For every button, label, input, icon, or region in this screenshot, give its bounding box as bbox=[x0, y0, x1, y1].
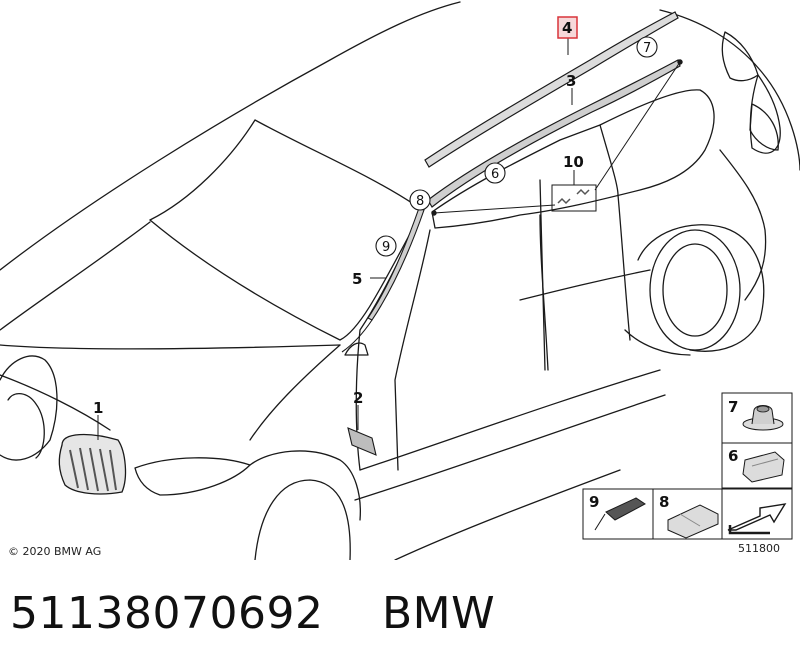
callout-7-circle: 7 bbox=[636, 36, 658, 58]
inset-6: 6 bbox=[721, 442, 793, 489]
callout-6-circle: 6 bbox=[484, 162, 506, 184]
copyright-text: © 2020 BMW AG bbox=[8, 545, 101, 558]
callout-6: 6 bbox=[491, 167, 499, 182]
inset-label-9: 9 bbox=[589, 493, 599, 511]
callout-8: 8 bbox=[416, 194, 424, 209]
clip-group-box-10 bbox=[551, 184, 597, 212]
part-caption: 51138070692 BMW bbox=[10, 588, 495, 639]
parts-diagram: 1 2 3 4 5 6 7 8 9 10 7 6 9 bbox=[0, 1, 800, 560]
callout-9-circle: 9 bbox=[375, 235, 397, 257]
leader-lines bbox=[97, 38, 683, 440]
brand-name: BMW bbox=[381, 588, 496, 639]
side-marker-2 bbox=[347, 427, 377, 456]
inset-label-6: 6 bbox=[728, 447, 738, 465]
kidney-grille-1 bbox=[58, 433, 127, 495]
inset-9: 9 bbox=[582, 488, 654, 540]
callout-8-circle: 8 bbox=[409, 189, 431, 211]
callout-7: 7 bbox=[643, 41, 651, 56]
callout-4-highlight: 4 bbox=[557, 16, 578, 39]
roof-rail-4 bbox=[424, 11, 679, 168]
inset-8: 8 bbox=[652, 488, 723, 540]
drawing-number: 511800 bbox=[738, 542, 780, 555]
part-number: 51138070692 bbox=[10, 588, 324, 639]
callout-1: 1 bbox=[93, 399, 103, 417]
roof-rail-3 bbox=[427, 59, 681, 208]
callout-3: 3 bbox=[566, 72, 576, 90]
inset-label-7: 7 bbox=[728, 398, 738, 416]
callout-4: 4 bbox=[562, 19, 572, 37]
callout-2: 2 bbox=[353, 389, 363, 407]
callout-5: 5 bbox=[352, 270, 362, 288]
callout-10: 10 bbox=[563, 153, 584, 171]
inset-7: 7 bbox=[721, 392, 793, 444]
inset-label-8: 8 bbox=[659, 493, 669, 511]
car-outline bbox=[0, 1, 800, 560]
inset-arrow bbox=[721, 488, 793, 540]
callout-9: 9 bbox=[382, 240, 390, 255]
a-pillar-trim-5 bbox=[341, 207, 425, 353]
